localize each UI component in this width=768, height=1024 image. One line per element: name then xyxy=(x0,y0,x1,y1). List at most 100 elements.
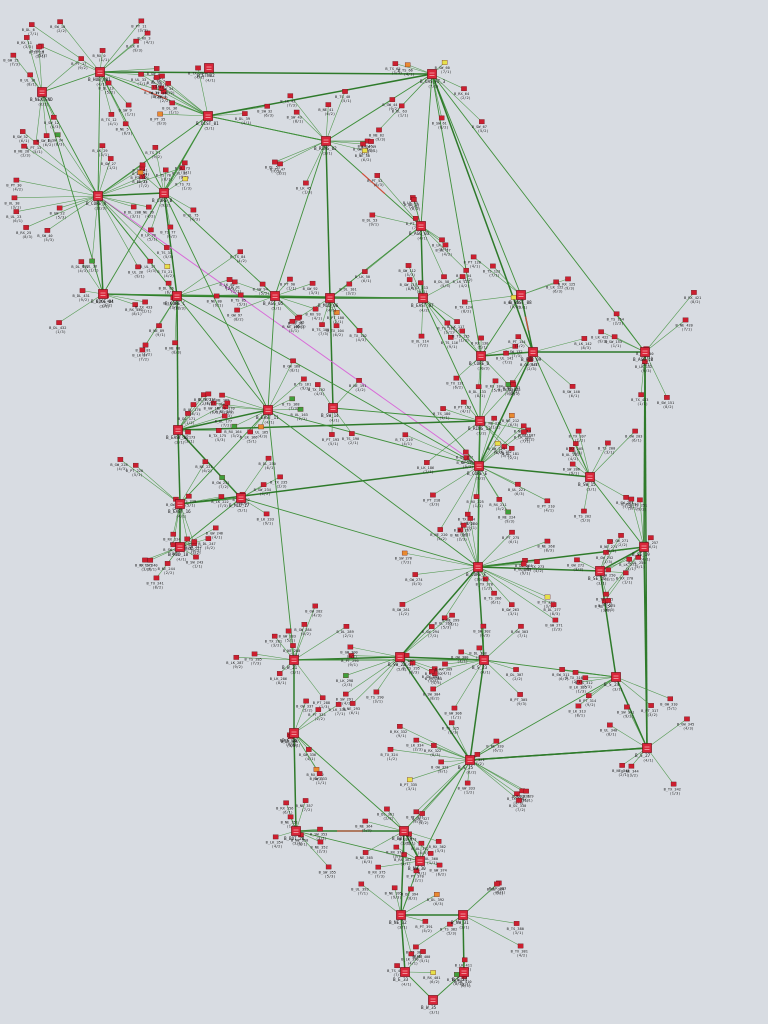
leaf-node[interactable]: B_UL_73(2/1) xyxy=(175,160,192,175)
leaf-node[interactable]: B_LK_313(8/1) xyxy=(568,703,586,718)
leaf-node[interactable]: B_TS_202(5/3) xyxy=(574,508,591,523)
hub-node[interactable]: B_W_35(3/1) xyxy=(421,995,440,1015)
hub-node[interactable]: B_AGG_03(4/1) xyxy=(409,221,430,241)
hub-node[interactable]: B_UAS_RT_3(7/3) xyxy=(420,69,446,89)
leaf-node[interactable]: B_GW_246(4/1) xyxy=(206,525,223,540)
leaf-node[interactable]: B_NE_220(5/2) xyxy=(430,527,448,541)
leaf-node[interactable]: B_GW_337(5/2) xyxy=(296,698,313,713)
leaf-node[interactable]: B_TS_66(4/1) xyxy=(398,62,415,77)
leaf-node[interactable]: B_UL_393(7/1) xyxy=(351,881,369,896)
leaf-node[interactable]: B_SW_353(3/1) xyxy=(310,826,327,841)
leaf-node[interactable]: B_NE_59(6/1) xyxy=(404,197,421,211)
leaf-node[interactable]: B_NE_299(3/1) xyxy=(442,612,459,627)
leaf-node[interactable]: B_DL_392(6/3) xyxy=(427,892,444,906)
leaf-node[interactable]: B_LK_29(3/1) xyxy=(92,143,109,157)
hub-node[interactable]: B_CORE_F(10/3) xyxy=(466,562,487,582)
leaf-node[interactable]: B_TX_273(4/2) xyxy=(527,559,544,573)
leaf-node[interactable]: B_RX_11(3/2) xyxy=(17,35,34,49)
leaf-node[interactable]: B_DL_327(4/2) xyxy=(412,811,429,825)
leaf-node[interactable]: B_UL_114(7/2) xyxy=(411,333,429,348)
leaf-node[interactable]: B_GW_97(8/2) xyxy=(227,307,244,322)
leaf-node[interactable]: B_TS_251(9/2) xyxy=(630,497,647,512)
leaf-node[interactable]: B_LK_287(9/2) xyxy=(226,654,244,669)
leaf-node[interactable]: B_TX_104(6/2) xyxy=(327,323,344,338)
leaf-node[interactable]: B_UL_217(2/2) xyxy=(456,449,473,464)
leaf-node[interactable]: B_PT_90(1/1) xyxy=(280,276,297,291)
leaf-node[interactable]: B_DL_435(4/3) xyxy=(71,259,89,273)
leaf-node[interactable]: B_GW_261(1/2) xyxy=(392,602,410,616)
leaf-node[interactable]: B_SW_333(1/1) xyxy=(310,771,327,785)
leaf-node[interactable]: B_SW_355(5/3) xyxy=(319,864,336,879)
leaf-node[interactable]: B_UL_269(9/1) xyxy=(514,561,531,576)
leaf-node[interactable]: B_GW_306(1/1) xyxy=(444,705,462,720)
leaf-node[interactable]: B_UL_16(8/1) xyxy=(20,72,37,87)
leaf-node[interactable]: B_UL_176(6/1) xyxy=(183,402,201,416)
leaf-node[interactable]: B_PT_183(4/1) xyxy=(454,399,471,414)
leaf-node[interactable]: B_SW_276(7/2) xyxy=(395,550,412,565)
leaf-node[interactable]: B_TX_324(1/2) xyxy=(380,746,398,761)
leaf-node[interactable]: B_LK_166(5/1) xyxy=(240,429,257,444)
leaf-node[interactable]: B_PT_335(3/1) xyxy=(400,777,417,791)
leaf-node[interactable]: B_SW_304(8/2) xyxy=(423,686,440,701)
hub-node[interactable]: B_SE_20(3/1) xyxy=(588,566,607,586)
leaf-node[interactable]: B_SW_303(7/1) xyxy=(511,623,528,638)
hub-node[interactable]: B_AGG_10(5/1) xyxy=(633,347,654,367)
leaf-node[interactable]: B_UL_163(2/1) xyxy=(290,406,308,421)
hub-node[interactable]: B_S_26(3/1) xyxy=(282,728,301,748)
leaf-node[interactable]: B_LK_186(7/1) xyxy=(417,460,434,474)
leaf-node[interactable]: B_LK_142(8/3) xyxy=(574,336,592,350)
leaf-node[interactable]: B_NE_224(9/3) xyxy=(498,509,515,524)
leaf-node[interactable]: B_RX_430(8/1) xyxy=(125,302,142,316)
leaf-node[interactable]: B_TS_85(5/3) xyxy=(231,292,248,307)
leaf-node[interactable]: B_TS_285(7/3) xyxy=(245,651,262,666)
leaf-node[interactable]: B_DL_247(5/2) xyxy=(198,536,216,550)
leaf-node[interactable]: B_SW_9(1/1) xyxy=(119,102,136,117)
leaf-node[interactable]: B_NE_420(7/1) xyxy=(676,317,693,332)
leaf-node[interactable]: B_SW_151(8/2) xyxy=(657,395,674,409)
hub-node[interactable]: B_ETN02(4/1) xyxy=(197,63,216,83)
leaf-node[interactable]: B_GW_284(6/2) xyxy=(294,622,312,636)
leaf-node[interactable]: B_SW_40(5/3) xyxy=(37,228,54,242)
leaf-node[interactable]: B_DL_6(7/1) xyxy=(22,22,39,36)
leaf-node[interactable]: B_LK_8(9/3) xyxy=(126,38,143,53)
leaf-node[interactable]: B_NE_274(5/2) xyxy=(600,539,617,553)
leaf-node[interactable]: B_NE_62(9/3) xyxy=(369,127,386,142)
leaf-node[interactable]: B_GW_271(2/2) xyxy=(611,533,628,547)
hub-node[interactable]: B_HUB_09(6/2) xyxy=(521,347,542,367)
leaf-node[interactable]: B_NE_293(6/1) xyxy=(343,701,360,715)
leaf-node[interactable]: B_TS_70(8/1) xyxy=(156,167,173,182)
leaf-node[interactable]: B_TX_21(4/2) xyxy=(157,264,174,278)
leaf-node[interactable]: B_SW_34(8/3) xyxy=(48,132,65,147)
leaf-node[interactable]: B_NE_89(9/1) xyxy=(149,323,166,337)
leaf-node[interactable]: B_GW_145(2/3) xyxy=(520,357,537,371)
leaf-node[interactable]: B_GW_242(9/3) xyxy=(184,539,202,553)
leaf-node[interactable]: B_PT_13(5/1) xyxy=(26,139,43,154)
leaf-node[interactable]: B_TS_77(6/2) xyxy=(160,224,177,239)
hub-node[interactable]: B_CORE_A(12/3) xyxy=(86,191,107,211)
leaf-node[interactable]: B_LK_330(7/1) xyxy=(329,702,346,716)
hub-node[interactable]: B_EAST_11(4/1) xyxy=(256,405,279,425)
leaf-node[interactable]: B_PT_220(5/1) xyxy=(126,462,143,477)
leaf-node[interactable]: B_TX_423(1/1) xyxy=(631,392,648,407)
leaf-node[interactable]: B_GW_300(4/1) xyxy=(451,649,468,664)
leaf-node[interactable]: B_TS_229(5/1) xyxy=(179,493,196,508)
leaf-node[interactable]: B_PT_331(8/3) xyxy=(406,809,424,824)
leaf-node[interactable]: B_TS_65(3/3) xyxy=(385,61,402,75)
leaf-node[interactable]: B_LK_390(4/1) xyxy=(401,951,419,966)
leaf-node[interactable]: B_PT_144(1/2) xyxy=(508,334,526,348)
hub-node[interactable]: B_EAST_12(3/1) xyxy=(166,425,189,445)
leaf-node[interactable]: B_TS_71(9/2) xyxy=(145,145,162,159)
hub-node[interactable]: B_SW_15(3/1) xyxy=(578,472,597,492)
leaf-node[interactable]: B_NE_191(3/2) xyxy=(349,377,366,392)
leaf-node[interactable]: B_PT_275(6/1) xyxy=(502,529,519,544)
leaf-node[interactable]: B_GW_203(6/1) xyxy=(625,428,642,443)
leaf-node[interactable]: B_RX_211(5/2) xyxy=(489,496,507,511)
leaf-node[interactable]: B_PT_11(3/3) xyxy=(131,18,148,33)
hub-node[interactable]: B_BOT_29(3/1) xyxy=(392,826,413,846)
leaf-node[interactable]: B_TS_290(3/1) xyxy=(366,689,384,704)
leaf-node[interactable]: B_TS_325(2/3) xyxy=(442,720,459,735)
leaf-node[interactable]: B_NE_320(6/1) xyxy=(486,738,504,753)
leaf-node[interactable]: B_NE_344(3/2) xyxy=(621,763,639,778)
leaf-node[interactable]: B_GW_271(2/3) xyxy=(545,617,563,632)
leaf-node[interactable]: B_SW_311(6/2) xyxy=(552,667,569,681)
